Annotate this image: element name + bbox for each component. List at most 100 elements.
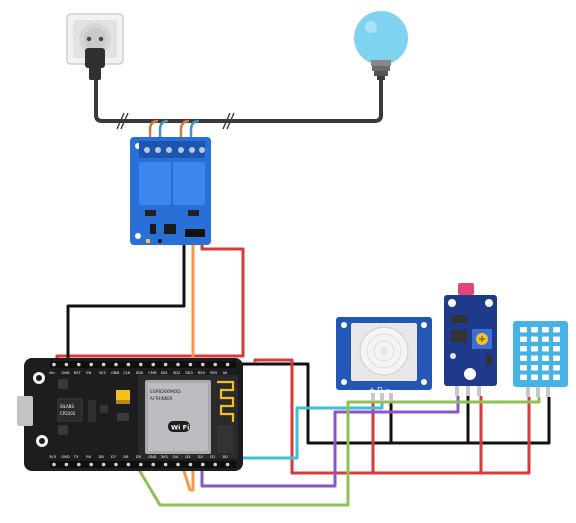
antenna-trace [217, 380, 235, 422]
dht-grille-slot [542, 365, 549, 371]
bottom-pin-dots [52, 462, 230, 467]
top-pin [176, 362, 180, 367]
top-pin-label: RST [74, 371, 82, 375]
wall-socket [66, 13, 124, 80]
top-pin-label: GND [61, 371, 69, 375]
bottom-pin-label: D3 [185, 455, 190, 459]
wifi-logo-text: Wi Fi [171, 424, 189, 432]
relay-lead-orange-1 [148, 119, 159, 150]
top-pin [64, 362, 69, 367]
relay-lead-orange-2 [179, 119, 190, 150]
chip-brand-label: SILABS [60, 404, 74, 409]
wire-cut-right [222, 112, 231, 130]
nodemcu-board: SILABS CP2102 ESP8266MOD AI-THINKER Wi F… [17, 358, 243, 471]
bottom-pin-label: 3V3 [49, 455, 56, 459]
bottom-pin-label: D8 [99, 455, 105, 459]
top-pin-label: SD2 [173, 371, 180, 375]
dht-grille-slot [553, 355, 560, 361]
top-pin-label: GND [111, 371, 119, 375]
bottom-pin [225, 462, 230, 467]
bottom-pin-header [50, 461, 236, 468]
bottom-pin [77, 462, 81, 467]
pir-pin-labels: + D − [369, 386, 391, 394]
dht-grille-slot [542, 346, 549, 352]
ldr-cell [458, 283, 474, 295]
top-pin-label: 3V3 [99, 371, 106, 375]
dht-grille-slot [520, 327, 527, 333]
bottom-pin [201, 462, 205, 467]
wire-cut-left-2 [120, 112, 129, 130]
relay-module [130, 137, 211, 245]
relay-terminal-block [139, 141, 205, 158]
pir-sensor: + D − [336, 317, 432, 401]
wire-black-relay [66, 240, 186, 362]
top-pin-label: RSV [198, 371, 206, 375]
capacitor [116, 390, 130, 400]
top-pin-label: SD3 [185, 371, 192, 375]
relay-cube-1 [139, 162, 171, 205]
top-pin [188, 362, 193, 367]
dht-grille-slot [520, 374, 527, 380]
dht-grille-slot [531, 346, 538, 352]
bottom-pin [139, 462, 143, 467]
dht-grille-slot [553, 336, 560, 342]
bottom-pin-label: 3V3 [161, 455, 168, 459]
bottom-pin-label: RX [86, 455, 91, 459]
bottom-pin-label: GND [61, 455, 69, 459]
wire-red-relay [55, 240, 245, 362]
bottom-pin [176, 462, 180, 467]
wire-purple-ldr [200, 396, 460, 488]
mains-wiring [94, 78, 383, 150]
top-pin [201, 362, 205, 367]
dht-grille-slot [520, 355, 527, 361]
dht-grille-slot [520, 346, 527, 352]
plug-body [85, 48, 105, 68]
dht-grille-slot [531, 365, 538, 371]
bottom-pin [188, 462, 193, 467]
dht-grille-slot [553, 346, 560, 352]
wire-black-sensors [230, 362, 551, 445]
top-pin-header [50, 361, 236, 368]
relay-cube-2 [173, 162, 205, 205]
top-pin [126, 362, 131, 367]
dht-grille-slot [531, 355, 538, 361]
bottom-pin [64, 462, 69, 467]
ldr-module [444, 283, 497, 396]
top-pin-label: EN [86, 371, 91, 375]
module-label: ESP8266MOD [150, 389, 181, 395]
bottom-pin-label: D0 [223, 455, 229, 459]
top-pin [101, 362, 106, 367]
top-pin [89, 362, 93, 367]
dht-grille-slot [542, 327, 549, 333]
top-pin-label: A0 [223, 371, 228, 375]
top-pin [52, 362, 56, 367]
bottom-pin [89, 462, 93, 467]
bottom-pin-label: D6 [123, 455, 129, 459]
chip-model-label: CP2102 [60, 411, 76, 416]
top-pin-label: CLK [123, 371, 131, 375]
bottom-pin-label: D1 [210, 455, 215, 459]
dht-grille-slot [531, 374, 538, 380]
dht-grille-slot [542, 336, 549, 342]
wire-red-sensors [253, 358, 531, 475]
top-pin [225, 362, 230, 367]
usb-uart-chip [57, 398, 83, 422]
dht-grille-slot [531, 327, 538, 333]
bottom-pin-label: D7 [111, 455, 116, 459]
bottom-pin-label: D2 [198, 455, 203, 459]
dht-sensor [513, 321, 568, 397]
usb-connector [17, 396, 33, 426]
dht-grille-slot [553, 374, 560, 380]
bottom-pin [114, 462, 118, 467]
top-pin [213, 362, 217, 367]
top-pin-label: Vin [49, 371, 55, 375]
dht-grille-slot [520, 365, 527, 371]
dht-grille-slot [553, 327, 560, 333]
wire-cut-right-2 [226, 112, 235, 130]
dht-grille-slot [553, 365, 560, 371]
bottom-pin-label: GND [148, 455, 156, 459]
bottom-pin-label: TX [73, 455, 79, 459]
light-bulb-icon [354, 11, 408, 80]
dht-grille-slot [531, 336, 538, 342]
